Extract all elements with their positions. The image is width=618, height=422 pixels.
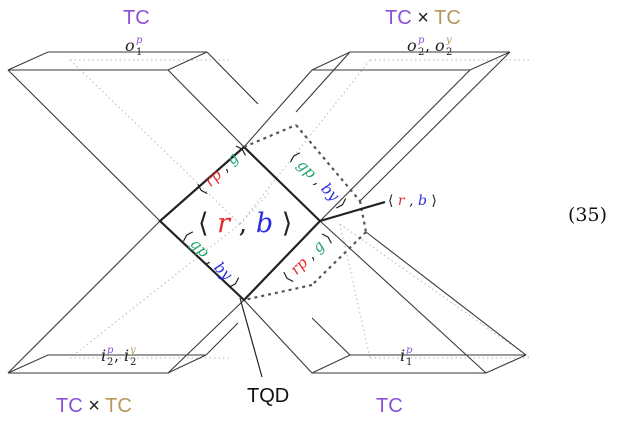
comma: , xyxy=(409,193,418,209)
b-symbol: b xyxy=(256,208,273,239)
label-o2p-o2y: o p 2 , o y 2 xyxy=(407,35,452,58)
sub-1: 1 xyxy=(406,357,412,368)
prism-edge xyxy=(319,220,487,374)
r-symbol: r xyxy=(398,193,406,209)
label-top-right-tc-times-tc: TC × TC xyxy=(385,7,461,29)
prism-edge xyxy=(311,317,351,356)
prism-bottom-left xyxy=(7,220,245,374)
sub-2: 2 xyxy=(418,47,424,58)
times-symbol: × xyxy=(88,395,100,417)
hidden-edge xyxy=(339,223,531,359)
left-angle: ⟨ xyxy=(388,193,393,209)
label-i2p-i2y: i p 2 , i y 2 xyxy=(101,345,136,368)
prism-edge xyxy=(167,69,245,148)
o-symbol: o xyxy=(435,36,445,55)
o-symbol: o xyxy=(125,36,135,55)
sub-2: 2 xyxy=(107,357,113,368)
i-symbol: i xyxy=(400,346,405,365)
svg-text:⟨ gp , by: ⟨ gp , by ⟩ xyxy=(286,148,350,212)
prism-edge xyxy=(359,51,511,202)
edge-label-rp-g-upper: ⟨ rp , g ⟩ xyxy=(193,141,250,198)
comma: , xyxy=(425,36,430,55)
prism-edge xyxy=(167,299,245,374)
prism-edge xyxy=(7,69,161,222)
prism-edge xyxy=(365,231,527,356)
right-angle: ⟩ xyxy=(319,229,336,246)
comma: , xyxy=(114,346,119,365)
sup-p: p xyxy=(136,35,143,46)
label-o1p: o p 1 xyxy=(125,35,143,58)
prism-top-left xyxy=(7,51,259,222)
label-bottom-right-tc: TC xyxy=(376,395,403,417)
r-symbol: r xyxy=(217,208,232,239)
tc-tan: TC xyxy=(105,395,132,417)
right-angle: ⟩ xyxy=(282,208,293,239)
tc-purple: TC xyxy=(56,395,83,417)
right-angle: ⟩ xyxy=(227,275,244,292)
left-angle: ⟨ xyxy=(198,208,209,239)
i-symbol: i xyxy=(101,346,106,365)
right-angle: ⟩ xyxy=(334,196,351,213)
prism-edge xyxy=(295,51,351,113)
label-i1p: i p 1 xyxy=(400,345,413,368)
right-angle: ⟩ xyxy=(431,193,436,209)
label-center-r-b: ⟨ r , b ⟩ xyxy=(198,208,292,239)
prism-edge xyxy=(206,51,259,105)
o-symbol: o xyxy=(407,36,417,55)
times-symbol: × xyxy=(417,7,429,29)
prism-edge xyxy=(319,69,471,222)
connector-line xyxy=(319,200,386,223)
prism-top-face xyxy=(7,51,208,71)
prism-top-right xyxy=(243,51,511,222)
gp-symbols: gp xyxy=(294,156,321,183)
tc-purple: TC xyxy=(385,7,412,29)
dotted-edge xyxy=(295,124,361,202)
prism-edge xyxy=(205,322,239,356)
label-tqd: TQD xyxy=(247,385,289,407)
prism-bottom-right xyxy=(243,220,527,374)
dotted-side-diamond xyxy=(243,123,368,302)
hidden-edge xyxy=(239,191,271,225)
b-symbol: b xyxy=(418,193,427,209)
prism-edge xyxy=(243,69,313,148)
sub-1: 1 xyxy=(136,47,142,58)
dotted-edge xyxy=(243,283,313,302)
hidden-edges xyxy=(69,59,531,359)
dotted-edge xyxy=(311,231,367,286)
prism-edge xyxy=(243,299,313,374)
tqd-pointer-line xyxy=(239,297,263,378)
hidden-edge xyxy=(69,223,241,359)
sup-y: y xyxy=(445,35,452,46)
sup-p: p xyxy=(107,345,114,356)
label-bottom-left-tc-times-tc: TC × TC xyxy=(56,395,132,417)
label-side-r-b: ⟨ r , b ⟩ xyxy=(388,193,437,209)
comma: , xyxy=(239,208,256,239)
dotted-edge xyxy=(243,123,297,149)
sup-p: p xyxy=(406,345,413,356)
sup-p: p xyxy=(418,35,425,46)
tc-tan: TC xyxy=(434,7,461,29)
label-top-left-tc: TC xyxy=(123,7,150,29)
prism-bottom-face xyxy=(311,354,527,374)
hidden-edge xyxy=(239,59,371,225)
edge-label-gp-by-upper: ⟨ gp , by ⟩ xyxy=(286,148,350,212)
dotted-edge xyxy=(358,200,368,233)
prism-edge xyxy=(7,220,161,374)
hidden-edge xyxy=(339,223,371,359)
equation-number: (35) xyxy=(568,204,607,226)
hidden-edge xyxy=(69,59,241,225)
i-symbol: i xyxy=(124,346,129,365)
sub-2: 2 xyxy=(130,357,136,368)
sup-y: y xyxy=(129,345,136,356)
sub-2: 2 xyxy=(446,47,452,58)
svg-text:⟨ rp , g: ⟨ rp , g ⟩ xyxy=(193,141,250,198)
central-diamond xyxy=(158,145,322,302)
